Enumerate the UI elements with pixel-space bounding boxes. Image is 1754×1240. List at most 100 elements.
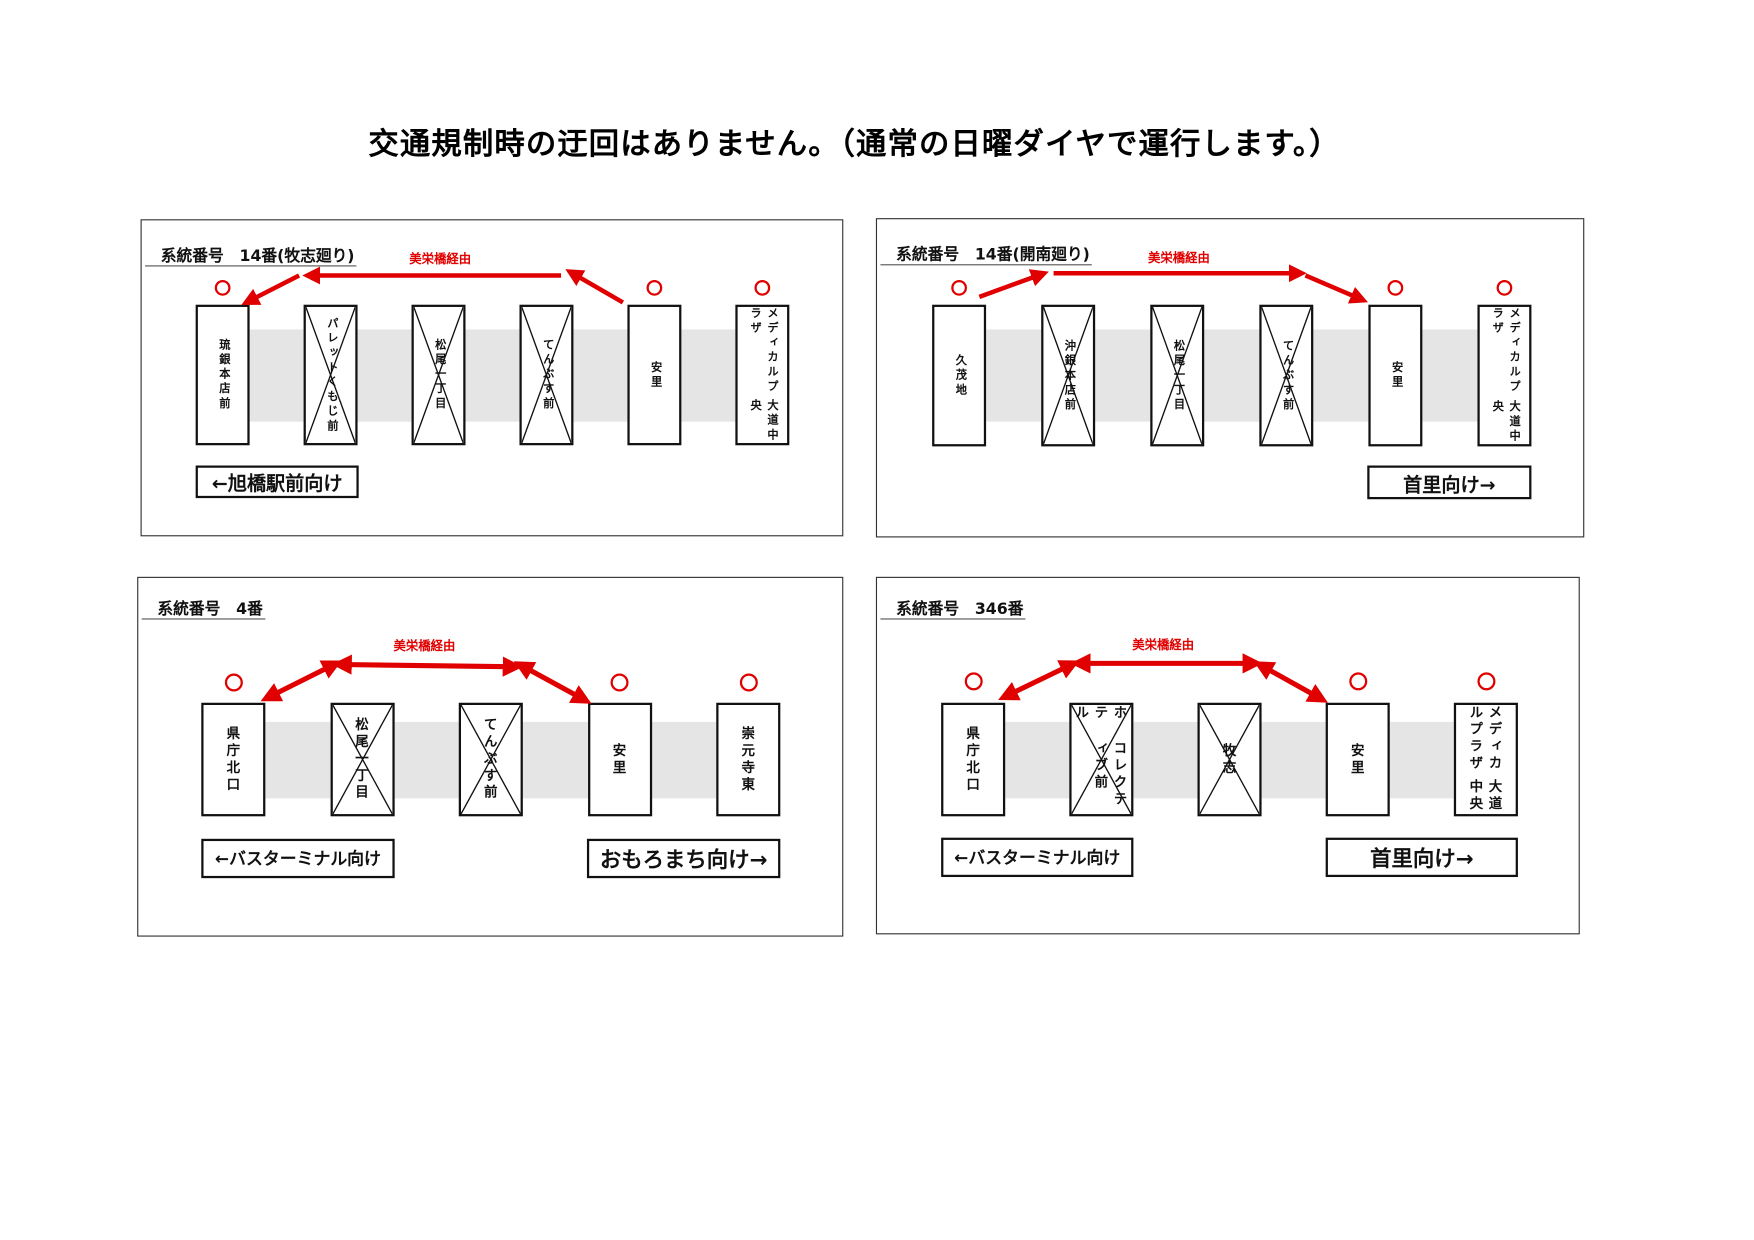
route-panel: 系統番号 4番美栄橋経由県庁北口松尾一丁目てんぶす前安里崇元寺東←バスターミナル… — [137, 576, 844, 937]
stop-name: メディカルプラザ大道中央 — [1488, 307, 1522, 444]
cross-line — [1153, 307, 1202, 444]
stop-name: メディカルプラザ大道中央 — [1467, 705, 1505, 814]
route-panel: 系統番号 14番(開南廻り) 美栄橋経由久茂地 沖銀本店前 松尾一丁目 てんぶす前 安里 メ… — [875, 218, 1585, 538]
detour-arrow-icon — [1304, 273, 1368, 304]
skipped-cross-icon — [1153, 307, 1202, 444]
detour-arrow-icon — [565, 269, 625, 305]
stop-name-line: 県庁北口 — [224, 725, 241, 794]
stop-served-circle-icon — [754, 279, 771, 296]
stop-box-skipped: パレットくもじ前 — [303, 304, 358, 446]
stop-name: 安里 — [1387, 361, 1404, 390]
stop-box-skipped: 牧志 — [1197, 702, 1262, 817]
via-label: 美栄橋経由 — [393, 638, 456, 654]
cross-line — [461, 705, 521, 814]
stop-name-line: てんぶす前 — [1280, 339, 1293, 413]
stop-served-circle-icon — [739, 673, 758, 692]
cross-line — [1262, 307, 1311, 444]
stop-name: 安里 — [1348, 743, 1367, 777]
page-title: 交通規制時の迂回はありません。（通常の日曜ダイヤで運行します。） — [368, 127, 1341, 162]
skipped-cross-icon — [332, 705, 392, 814]
stop-name-line: 崇元寺東 — [739, 725, 756, 794]
detour-arrow-icon — [331, 654, 523, 677]
stop-name-line: 松尾一丁目 — [432, 338, 445, 412]
stop-served-circle-icon — [1496, 279, 1513, 296]
route-title: 系統番号 14番(牧志廻り) — [145, 247, 357, 267]
stop-box: 県庁北口 — [941, 702, 1006, 817]
stop-name: 崇元寺東 — [739, 726, 758, 793]
cross-line — [306, 307, 355, 443]
via-label: 美栄橋経由 — [1148, 250, 1210, 266]
stop-name-line: 沖銀本店前 — [1061, 339, 1075, 413]
stop-served-circle-icon — [1348, 672, 1367, 691]
stop-box: 県庁北口 — [201, 702, 266, 817]
stop-name: てんぶす前 — [538, 338, 555, 411]
detour-arrows — [260, 654, 592, 704]
cross-line — [1200, 705, 1260, 814]
direction-label: 首里向け→ — [1367, 465, 1532, 500]
stop-name-line: 大道中央 — [747, 399, 777, 444]
stop-served-circle-icon — [1387, 279, 1404, 296]
stop-name: 松尾一丁目 — [430, 338, 447, 411]
direction-label: ←バスターミナル向け — [201, 838, 395, 879]
stop-name: 久茂地 — [951, 354, 968, 398]
direction-label: ←旭橋駅前向け — [195, 465, 359, 499]
stop-name: てんぶす前 — [481, 717, 500, 801]
stop-served-circle-icon — [610, 673, 629, 692]
stop-name: 松尾一丁目 — [1169, 339, 1186, 412]
stop-served-circle-icon — [224, 673, 243, 692]
skipped-cross-icon — [1262, 307, 1311, 444]
stop-name: メディカルプラザ大道中央 — [745, 307, 779, 443]
stop-name-line: 大道中央 — [1489, 399, 1520, 444]
cross-line — [414, 307, 463, 443]
stop-box-skipped: 松尾一丁目 — [411, 304, 466, 446]
stop-name: 安里 — [646, 360, 663, 389]
detour-arrows — [241, 266, 625, 306]
stop-name-line: 県庁北口 — [964, 725, 981, 794]
stop-box: 崇元寺東 — [716, 702, 781, 817]
skipped-cross-icon — [306, 307, 355, 443]
cross-line — [522, 307, 571, 443]
skipped-cross-icon — [522, 307, 571, 443]
skipped-cross-icon — [1072, 705, 1132, 814]
skipped-cross-icon — [461, 705, 521, 814]
stop-box-skipped: 松尾一丁目 — [1150, 304, 1205, 447]
direction-label: 首里向け→ — [1325, 837, 1518, 878]
skipped-cross-icon — [1200, 705, 1260, 814]
detour-arrow-icon — [241, 273, 301, 306]
stop-name-line: てんぶす前 — [540, 338, 553, 412]
stop-name: 牧志 — [1220, 743, 1239, 777]
skipped-cross-icon — [1043, 307, 1092, 444]
stop-name-line: 松尾一丁目 — [353, 717, 370, 802]
stop-name-line: メディカルプラザ — [1489, 306, 1520, 395]
stop-served-circle-icon — [214, 279, 231, 296]
stop-name: パレットくもじ前 — [322, 317, 339, 434]
stop-name: てんぶす前 — [1278, 339, 1295, 412]
stop-name-line: 安里 — [1389, 360, 1402, 391]
route-title: 系統番号 14番(開南廻り) — [880, 246, 1093, 266]
direction-label: おもろまち向け→ — [586, 838, 781, 879]
detour-arrows — [978, 264, 1368, 304]
stop-name-line: 大道中央 — [1467, 779, 1503, 813]
stop-name-line: 琉銀本店前 — [216, 338, 229, 412]
stop-box: メディカルプラザ大道中央 — [1453, 702, 1518, 817]
stop-name-line: メディカルプラザ — [1467, 704, 1503, 773]
stop-name: 沖銀本店前 — [1060, 339, 1077, 412]
stop-name: 安里 — [610, 743, 629, 777]
route-panel: 系統番号 14番(牧志廻り)美栄橋経由琉銀本店前パレットくもじ前松尾一丁目てんぶ… — [140, 219, 844, 537]
stop-box-skipped: ホテルコレクティブ前 — [1069, 702, 1134, 817]
detour-arrow-icon — [978, 269, 1049, 299]
detour-arrows — [998, 653, 1328, 703]
stop-box-skipped: 沖銀本店前 — [1041, 304, 1096, 447]
detour-arrow-icon — [513, 661, 592, 704]
detour-arrow-icon — [260, 660, 343, 702]
stop-box: 久茂地 — [932, 304, 987, 447]
stop-name-line: 牧志 — [1221, 742, 1237, 777]
route-panel: 系統番号 346番美栄橋経由県庁北口ホテルコレクティブ前牧志安里メディカルプラザ… — [875, 576, 1580, 935]
stop-box: 安里 — [627, 304, 682, 446]
stop-served-circle-icon — [951, 279, 967, 296]
stop-name-line: 久茂地 — [952, 353, 966, 398]
stop-box-skipped: 松尾一丁目 — [330, 702, 395, 817]
stop-box: 安里 — [587, 702, 652, 817]
stop-served-circle-icon — [1476, 672, 1495, 691]
